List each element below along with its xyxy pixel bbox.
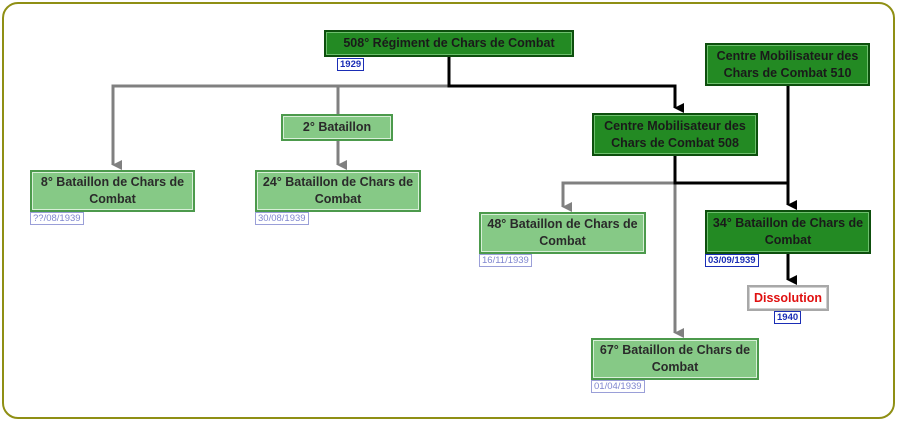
link-cm508-to-bcc34	[673, 156, 788, 185]
node-bcc-8[interactable]: 8° Bataillon de Chars de Combat	[30, 170, 195, 212]
node-bcc-67[interactable]: 67° Bataillon de Chars de Combat	[591, 338, 759, 380]
node-cm-508[interactable]: Centre Mobilisateur des Chars de Combat …	[592, 113, 758, 156]
date-badge-bcc-48: 16/11/1939	[479, 254, 532, 267]
node-cm-510[interactable]: Centre Mobilisateur des Chars de Combat …	[705, 43, 870, 86]
node-508-regiment[interactable]: 508° Régiment de Chars de Combat	[324, 30, 574, 57]
link-cm508-to-bcc48	[561, 181, 675, 212]
date-badge-508-regiment: 1929	[337, 58, 365, 71]
link-regiment-to-cm508	[447, 57, 684, 113]
date-badge-bcc-24: 30/08/1939	[255, 212, 309, 225]
date-badge-dissolution: 1940	[774, 311, 802, 324]
date-badge-bcc-34: 03/09/1939	[705, 254, 759, 267]
node-bcc-48[interactable]: 48° Bataillon de Chars de Combat	[479, 212, 646, 254]
node-dissolution[interactable]: Dissolution	[747, 285, 829, 311]
node-bcc-34[interactable]: 34° Bataillon de Chars de Combat	[705, 210, 871, 254]
node-2-bataillon[interactable]: 2° Bataillon	[281, 114, 393, 141]
node-bcc-24[interactable]: 24° Bataillon de Chars de Combat	[255, 170, 421, 212]
date-badge-bcc-8: ??/08/1939	[30, 212, 84, 225]
date-badge-bcc-67: 01/04/1939	[591, 380, 645, 393]
